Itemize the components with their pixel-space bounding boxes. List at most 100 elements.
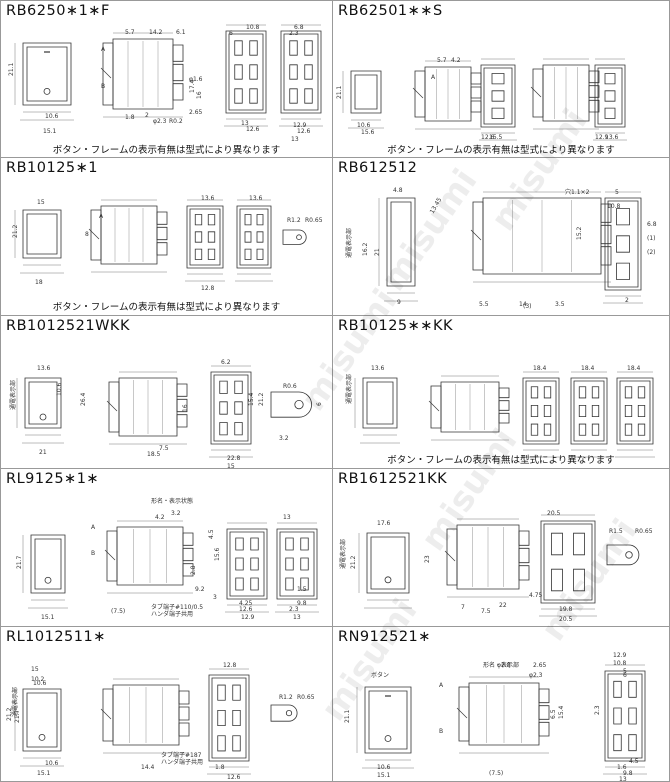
indicator-circle [45, 577, 51, 583]
rocker-actuator [533, 69, 543, 117]
frame-outline [365, 687, 411, 753]
terminal-tab [471, 73, 481, 84]
terminal-slot [544, 405, 551, 416]
terminal-slot [638, 424, 645, 435]
dimension-label: 18.4 [627, 365, 641, 372]
dimension-label: 3.2 [171, 510, 181, 517]
terminal-slot [305, 65, 313, 79]
indicator-circle [385, 735, 391, 741]
rocker-actuator [109, 382, 119, 432]
terminal-slot [251, 538, 259, 550]
rear-inner [229, 34, 263, 110]
dimension-label: 5 [623, 668, 627, 675]
rear-inner [284, 34, 318, 110]
terminal-slot [245, 214, 251, 224]
terminal-slot [617, 236, 630, 252]
callout-label: タブ端子#110/0.5 [151, 603, 203, 611]
dimension-label: 21 [39, 449, 47, 456]
dimension-label: 22 [499, 602, 507, 609]
button-face [369, 691, 407, 749]
frame-outline [363, 378, 397, 428]
dimension-label: 2 [625, 297, 629, 304]
dimension-label: 19.8 [559, 606, 573, 613]
terminal-slot [233, 736, 241, 751]
terminal-slot [574, 569, 585, 591]
terminal-slot [305, 41, 313, 55]
terminal-tab [173, 45, 183, 61]
rocker-actuator [473, 202, 483, 270]
frame-outline [25, 378, 61, 428]
dimension-label: 16 [196, 91, 203, 99]
terminal-tab [589, 86, 599, 98]
button-face [29, 382, 57, 424]
dimension-label: 18.4 [581, 365, 595, 372]
dimension-label: B [101, 83, 105, 90]
terminal-slot [290, 89, 298, 103]
terminal-tab [519, 548, 529, 562]
variation-note: ボタン・フレームの表示有無は型式により異なります [387, 455, 615, 466]
terminal-slot [544, 387, 551, 398]
terminal-slot [218, 710, 226, 725]
rear-inner [280, 532, 314, 596]
rear-inner [212, 678, 246, 758]
dimension-label: φ1.6 [189, 76, 203, 83]
dimension-label: 10.6 [33, 680, 47, 687]
terminal-slot [531, 405, 538, 416]
terminal-slot [301, 538, 309, 550]
dimension-label: 17.4 [189, 79, 196, 93]
terminal-slot [544, 424, 551, 435]
terminal-slot [208, 249, 215, 259]
dimension-label: 21 [374, 248, 381, 256]
terminal-tab [157, 212, 167, 224]
variation-note: ボタン・フレームの表示有無は型式により異なります [387, 145, 615, 156]
terminal-slot [625, 405, 632, 416]
dimension-drawing: AB21.715.14.23.24.515.62.89.24.2512.612.… [16, 497, 333, 621]
dimension-label: (7.5) [489, 770, 503, 777]
dimension-label: 26.4 [80, 392, 87, 406]
dimension-label: 3.5 [555, 301, 565, 308]
rear-outline [226, 31, 266, 113]
terminal-slot [286, 558, 294, 570]
terminal-slot [531, 387, 538, 398]
terminal-slot [236, 578, 244, 590]
terminal-slot [552, 569, 563, 591]
dimension-label: R1.5 [609, 528, 623, 535]
rear-outline [541, 521, 595, 603]
rocker-actuator [459, 687, 469, 741]
terminal-slot [492, 73, 504, 83]
terminal-slot [290, 65, 298, 79]
model-title: RL9125∗1∗ [6, 471, 100, 487]
indicator-circle [39, 734, 45, 740]
rear-outline [523, 378, 559, 444]
dimension-label: 1.8 [125, 114, 135, 121]
terminal-slot [250, 89, 258, 103]
model-title: RB6250∗1∗F [6, 3, 110, 19]
tab-terminal-outline [607, 545, 639, 565]
terminal-slot [233, 710, 241, 725]
dimension-label: 12.9 [293, 122, 307, 129]
dimension-label: 15 [31, 666, 39, 673]
dimension-label: 9.8 [623, 770, 633, 777]
terminal-slot [235, 65, 243, 79]
dimension-label: 12.9 [241, 614, 255, 621]
dimension-label: 2.65 [189, 109, 203, 116]
tab-terminal-outline [271, 705, 297, 721]
rear-inner [544, 524, 592, 600]
terminal-tab [539, 706, 549, 720]
terminal-slot [257, 232, 263, 242]
frame-outline [351, 71, 381, 113]
indicator-circle [385, 577, 391, 583]
rear-outline [605, 198, 641, 290]
dimension-label: 5.5 [479, 301, 489, 308]
terminal-slot [235, 422, 243, 434]
dimension-label: 15.5 [489, 134, 503, 141]
rear-outline [277, 529, 317, 599]
terminal-slot [531, 424, 538, 435]
dimension-label: 2.3 [289, 606, 299, 613]
